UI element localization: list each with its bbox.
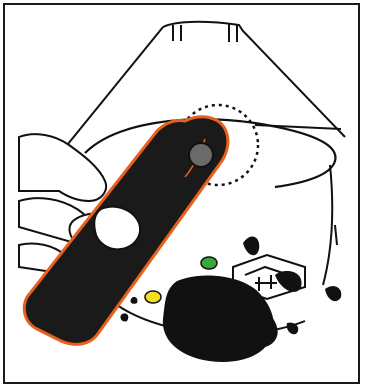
yellow-indicator-icon — [145, 291, 161, 303]
knob-icon — [189, 143, 213, 167]
instruction-diagram — [5, 5, 358, 382]
illustration-frame — [3, 3, 360, 384]
green-indicator-icon — [201, 257, 217, 269]
